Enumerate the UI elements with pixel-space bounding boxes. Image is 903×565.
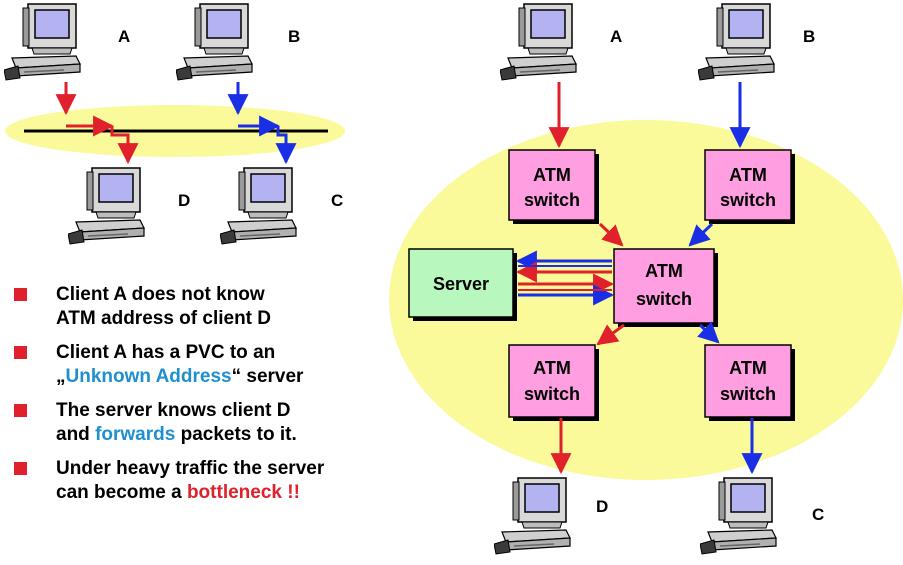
svg-text:Server: Server <box>433 274 489 294</box>
left-blue-path <box>275 126 297 165</box>
svg-text:ATM: ATM <box>533 165 571 185</box>
right-blue-path <box>688 222 714 247</box>
bullet-square-icon <box>14 404 27 417</box>
left-label-b: B <box>288 27 300 46</box>
svg-text:ATM: ATM <box>729 165 767 185</box>
computer-icon <box>494 477 571 555</box>
svg-text:switch: switch <box>524 384 580 404</box>
right-label-c: C <box>812 505 824 524</box>
svg-text:ATM: ATM <box>533 358 571 378</box>
bullet-item: The server knows client D and forwards p… <box>14 399 394 447</box>
left-label-d: D <box>178 191 190 210</box>
highlight-text: bottleneck !! <box>186 482 300 503</box>
svg-text:switch: switch <box>720 190 776 210</box>
bullet-item: Client A has a PVC to an „Unknown Addres… <box>14 341 394 389</box>
atm-switch-top-right: ATM switch <box>704 149 795 224</box>
bullet-square-icon <box>14 346 27 359</box>
atm-switch-bottom-left: ATM switch <box>508 344 599 421</box>
left-label-c: C <box>331 191 343 210</box>
computer-icon <box>500 3 577 81</box>
bullet-square-icon <box>14 462 27 475</box>
right-red-path <box>596 323 625 346</box>
computer-icon <box>698 3 775 81</box>
svg-text:ATM: ATM <box>645 261 683 281</box>
atm-switch-center: ATM switch <box>613 248 718 327</box>
right-label-d: D <box>596 497 608 516</box>
server-box: Server <box>408 248 517 321</box>
right-label-b: B <box>803 27 815 46</box>
computer-icon <box>176 3 253 81</box>
bullet-item: Client A does not know ATM address of cl… <box>14 283 394 331</box>
computer-icon <box>4 3 81 81</box>
svg-text:switch: switch <box>720 384 776 404</box>
bullet-item: Under heavy traffic the server can becom… <box>14 457 394 505</box>
bullet-square-icon <box>14 288 27 301</box>
atm-switch-bottom-right: ATM switch <box>704 344 795 421</box>
computer-icon <box>220 167 297 245</box>
svg-text:ATM: ATM <box>729 358 767 378</box>
svg-text:switch: switch <box>524 190 580 210</box>
highlight-text: forwards <box>95 424 176 445</box>
highlight-text: Unknown Address <box>65 366 232 387</box>
left-label-a: A <box>118 27 130 46</box>
right-blue-path <box>697 321 720 344</box>
svg-text:switch: switch <box>636 289 692 309</box>
right-label-a: A <box>610 27 622 46</box>
computer-icon <box>700 477 777 555</box>
bullet-list: Client A does not know ATM address of cl… <box>14 283 394 515</box>
computer-icon <box>68 167 145 245</box>
atm-switch-top-left: ATM switch <box>508 149 599 224</box>
right-red-path <box>598 222 624 247</box>
left-red-path <box>110 126 139 165</box>
